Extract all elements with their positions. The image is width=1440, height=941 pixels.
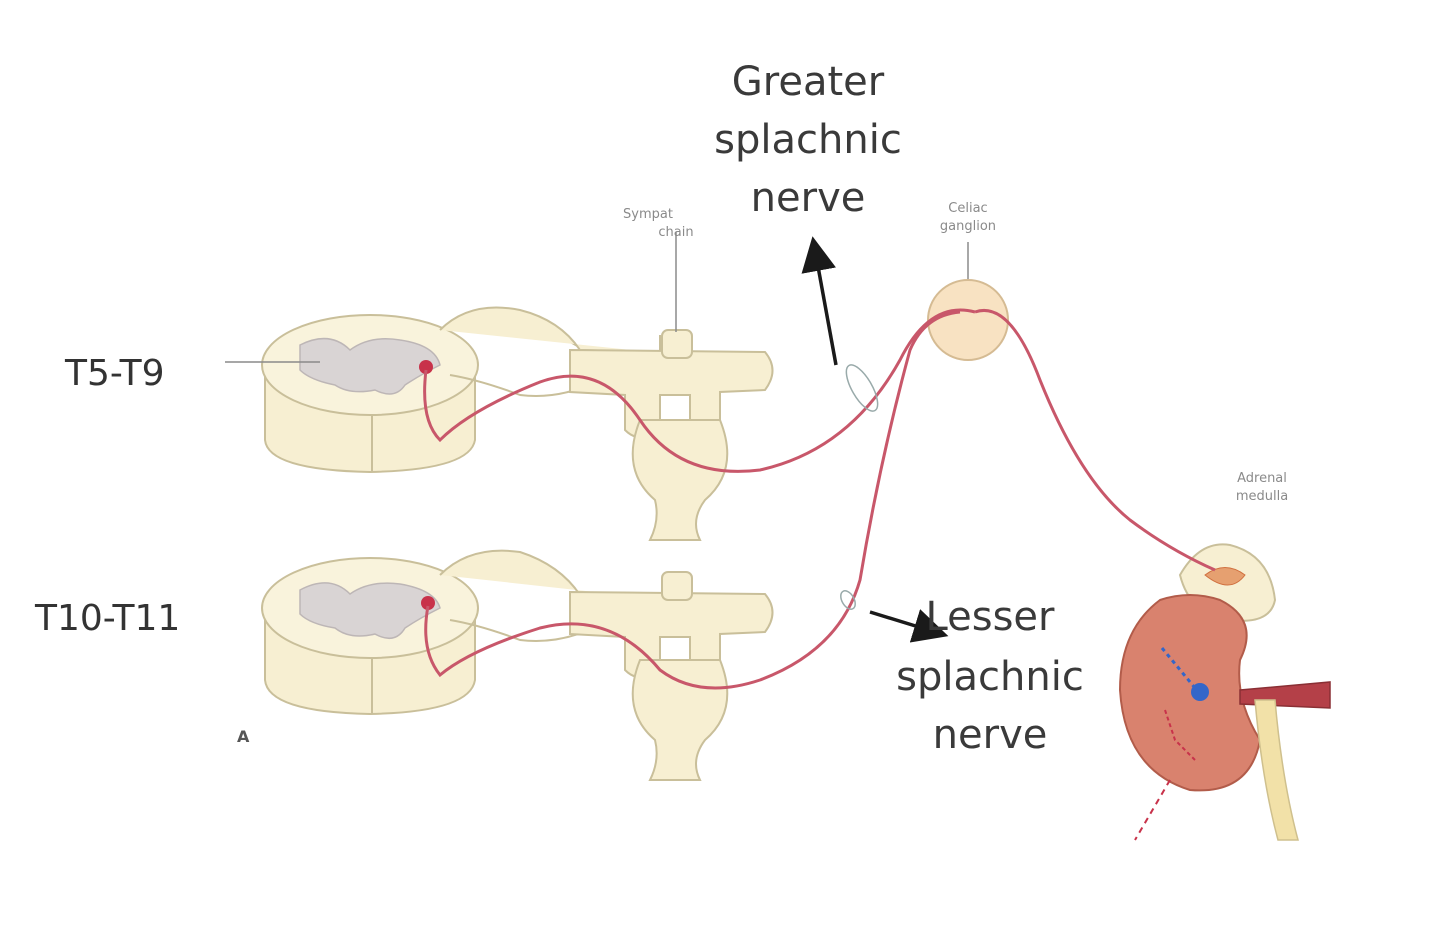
lesser-nerve-arrow <box>869 609 949 643</box>
celiac-label-line1: Celiac <box>948 201 987 216</box>
level-label-top: T5-T9 <box>64 353 164 394</box>
level-label-bottom: T10-T11 <box>34 598 180 639</box>
sympathetic-chain-ganglion-bottom <box>569 571 774 781</box>
lesser-label-line2: splachnic <box>896 654 1084 700</box>
greater-label-line2: splachnic <box>714 117 902 163</box>
greater-label-line1: Greater <box>732 59 885 105</box>
panel-label: A <box>237 727 250 746</box>
adrenal-label-line1: Adrenal <box>1237 471 1287 486</box>
kidney-adrenal <box>1118 543 1331 841</box>
greater-nerve-marker <box>845 364 879 412</box>
sympathetic-chain-ganglion-top <box>569 232 774 541</box>
greater-label-line3: nerve <box>751 175 866 221</box>
preganglionic-fibers <box>423 308 1216 690</box>
lesser-label-line1: Lesser <box>926 594 1055 640</box>
celiac-ganglion <box>927 242 1009 361</box>
lesser-nerve-marker <box>840 590 856 610</box>
greater-nerve-arrow <box>801 236 838 366</box>
spinal-cord-segment-bottom <box>261 549 651 716</box>
celiac-label-line2: ganglion <box>940 219 996 234</box>
adrenal-label-line2: medulla <box>1236 489 1288 504</box>
symp-chain-label-line2: chain <box>658 225 693 240</box>
symp-chain-label-line1: Sympat <box>623 207 673 222</box>
lesser-label-line3: nerve <box>933 712 1048 758</box>
